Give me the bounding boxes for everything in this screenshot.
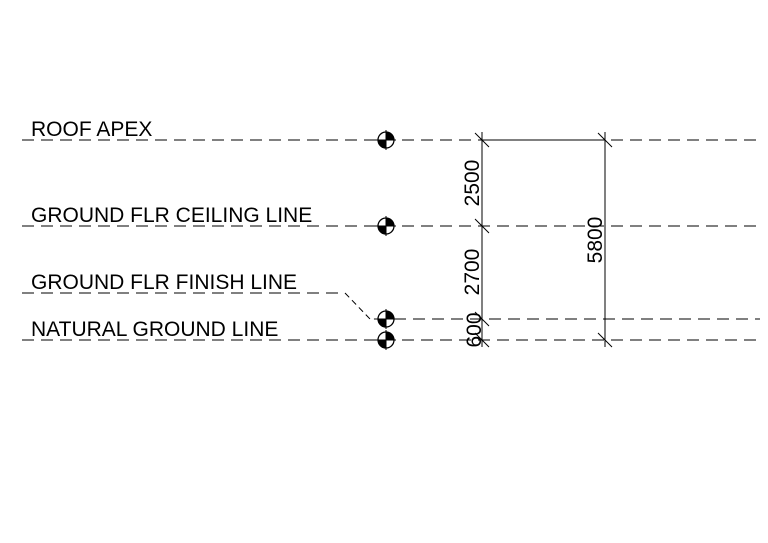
level-datum-icon: [375, 308, 397, 330]
overall-tick-bottom: [597, 332, 613, 348]
overall-dimension: 5800: [584, 132, 613, 348]
overall-tick-top: [597, 132, 613, 148]
chain-tick-finish: [474, 311, 490, 327]
level-label-ceiling: GROUND FLR CEILING LINE: [31, 204, 312, 227]
chain-dimension: 2500 2700 600: [461, 132, 605, 348]
level-label-natural-ground: NATURAL GROUND LINE: [31, 318, 278, 341]
level-datum-icon: [375, 215, 397, 237]
dimension-text-2700: 2700: [461, 249, 484, 296]
dimension-text-600: 600: [463, 312, 486, 347]
dimension-text-2500: 2500: [461, 160, 484, 207]
level-datum-icon: [375, 329, 397, 351]
chain-tick-ceiling: [474, 218, 490, 234]
finish-line-leader: [344, 292, 380, 320]
level-datum-icon: [375, 129, 397, 151]
level-label-finish: GROUND FLR FINISH LINE: [31, 271, 297, 294]
level-lines: [22, 139, 760, 341]
dimension-text-5800: 5800: [584, 217, 607, 264]
chain-tick-ground: [474, 332, 490, 348]
level-label-roof-apex: ROOF APEX: [31, 118, 152, 141]
level-labels: ROOF APEX GROUND FLR CEILING LINE GROUND…: [31, 118, 312, 341]
level-markers: [375, 129, 397, 351]
